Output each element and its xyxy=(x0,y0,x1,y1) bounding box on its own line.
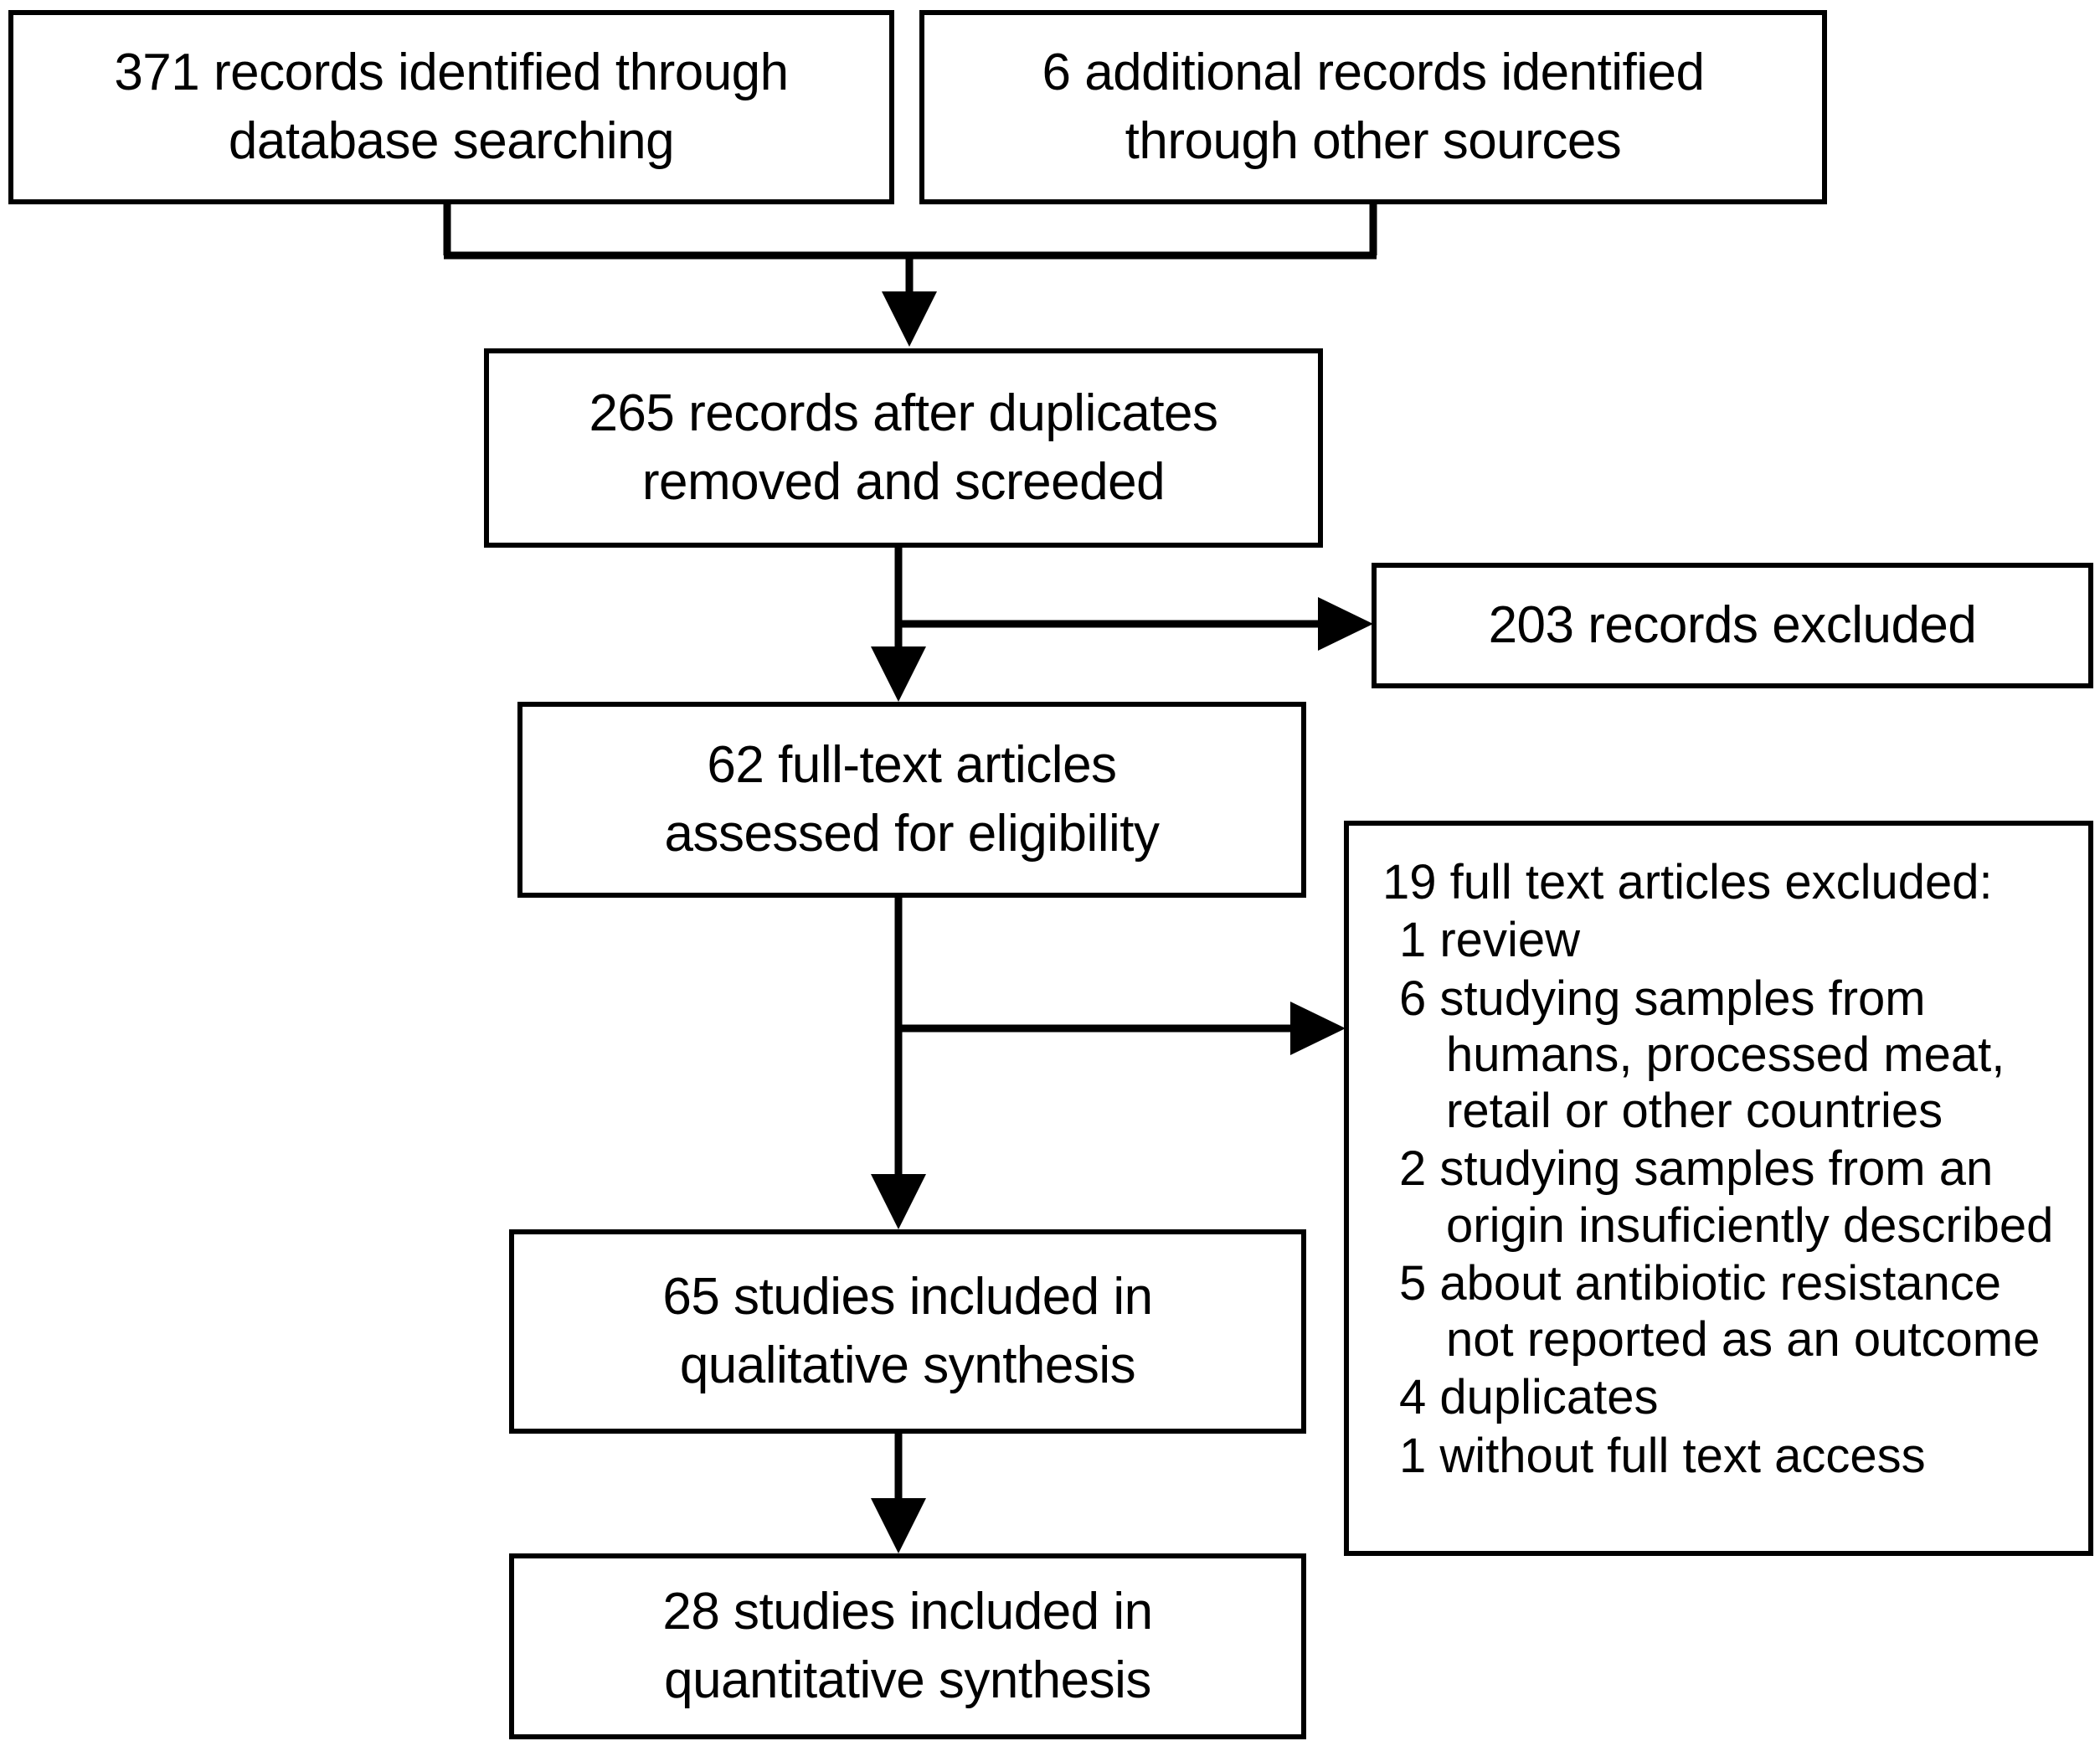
exclusion-reason-line: 5 about antibiotic resistance xyxy=(1399,1255,2001,1311)
node-full-text-articles-assessed: 62 full-text articles assessed for eligi… xyxy=(517,702,1306,898)
exclusion-reason-line: 6 studying samples from xyxy=(1399,971,1926,1026)
node-label-records-excluded: 203 records excluded xyxy=(1488,596,1977,655)
node-records-identified-database-searching: 371 records identified through database … xyxy=(8,10,894,204)
node-label-studies-included-qualitative-synthesis: 65 studies included in qualitative synth… xyxy=(662,1268,1153,1394)
node-label-records-identified-database-searching: 371 records identified through database … xyxy=(114,44,789,170)
exclusion-list-heading: 19 full text articles excluded: xyxy=(1382,855,1993,909)
node-label-additional-records-other-sources: 6 additional records identified through … xyxy=(1042,44,1705,170)
exclusion-reason-item: 1 without full text access xyxy=(1382,1428,2070,1484)
exclusion-reason-line: 1 review xyxy=(1399,913,1580,968)
arrowhead-into-fulltext xyxy=(871,646,926,702)
node-additional-records-other-sources: 6 additional records identified through … xyxy=(919,10,1827,204)
exclusion-reason-item: 1 review xyxy=(1382,912,2070,968)
exclusion-reason-item: 5 about antibiotic resistance not report… xyxy=(1382,1255,2070,1368)
arrowhead-into-excluded-fulltext xyxy=(1290,1002,1346,1055)
node-label-studies-included-quantitative-synthesis: 28 studies included in quantitative synt… xyxy=(662,1583,1153,1709)
exclusion-reason-line: 2 studying samples from an xyxy=(1399,1141,1994,1197)
node-records-excluded: 203 records excluded xyxy=(1372,563,2093,688)
exclusion-reason-line: 1 without full text access xyxy=(1399,1428,1926,1483)
arrowhead-into-qualitative xyxy=(871,1174,926,1229)
exclusion-reason-item: 4 duplicates xyxy=(1382,1369,2070,1425)
node-studies-included-qualitative-synthesis: 65 studies included in qualitative synth… xyxy=(509,1229,1306,1434)
node-label-records-after-duplicates-removed: 265 records after duplicates removed and… xyxy=(589,384,1218,511)
exclusion-reason-line: retail or other countries xyxy=(1446,1084,1943,1139)
exclusion-reason-line: not reported as an outcome xyxy=(1446,1312,2041,1368)
arrowhead-into-dedup xyxy=(882,291,937,347)
exclusion-reason-line: 4 duplicates xyxy=(1399,1370,1659,1425)
exclusion-reason-list: 19 full text articles excluded: 1 review… xyxy=(1349,826,2088,1484)
arrowhead-into-excluded-records xyxy=(1318,597,1373,651)
node-full-text-articles-excluded: 19 full text articles excluded: 1 review… xyxy=(1344,821,2093,1556)
node-studies-included-quantitative-synthesis: 28 studies included in quantitative synt… xyxy=(509,1553,1306,1739)
arrowhead-into-quantitative xyxy=(871,1498,926,1553)
exclusion-reason-line: origin insuficiently described xyxy=(1446,1198,2054,1253)
node-label-full-text-articles-assessed: 62 full-text articles assessed for eligi… xyxy=(664,736,1160,863)
exclusion-reason-item: 2 studying samples from an origin insufi… xyxy=(1382,1141,2070,1254)
exclusion-reason-item: 6 studying samples from humans, processe… xyxy=(1382,971,2070,1140)
node-records-after-duplicates-removed: 265 records after duplicates removed and… xyxy=(484,348,1323,548)
exclusion-reason-line: humans, processed meat, xyxy=(1446,1027,2005,1082)
